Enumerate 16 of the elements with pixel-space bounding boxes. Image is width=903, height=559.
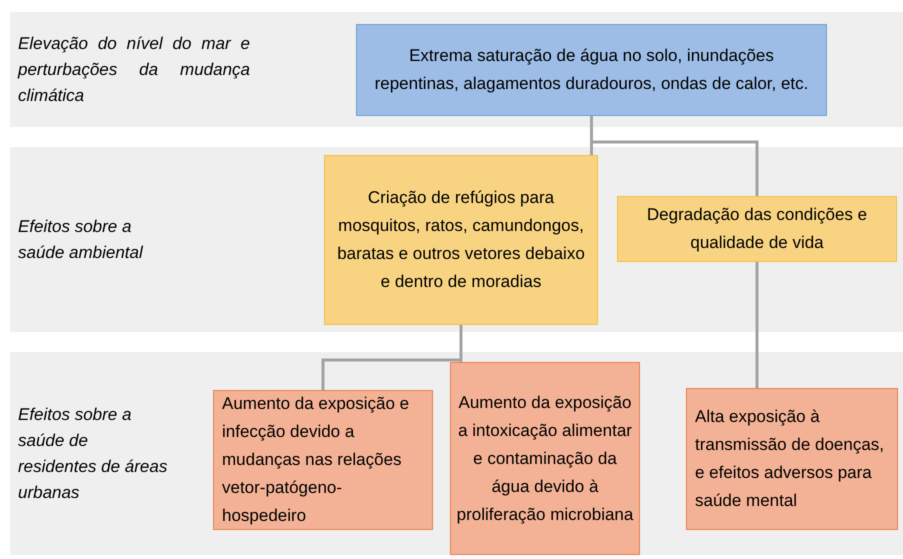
connector-line [756,262,758,388]
level-label: Efeitos sobre a saúde de residentes de áreas urbanas [18,404,168,504]
box-text: Degradação das condições e qualidade de vida [646,204,868,254]
effect-box [213,390,433,530]
effect-box [324,155,598,325]
effect-box [450,362,640,555]
level-label: Elevação do nível do mar e perturbações da mudança climática [18,32,250,106]
box-text: Aumento da exposição a intoxicação alimentar e contaminação da água devido à proliferação microbiana [456,392,634,526]
box-text: Alta exposição à transmissão de doenças, e efeitos adversos para saúde mental [695,406,885,512]
box-text: Aumento da exposição e infecção devido a mudanças nas relações vetor-patógeno-hospedeiro [222,393,410,527]
box-text: Criação de refúgios para mosquitos, ratos, camundongos, baratas e outros vetores debaixo e dentro de moradias [336,187,586,293]
level-label: Efeitos sobre a saúde ambiental [18,216,144,264]
box-text: Extrema saturação de água no solo, inundações repentinas, alagamentos duradouros, ondas de calor, etc. [374,45,810,95]
effect-box [356,24,827,116]
effect-box [617,196,897,262]
effect-box [686,388,898,530]
